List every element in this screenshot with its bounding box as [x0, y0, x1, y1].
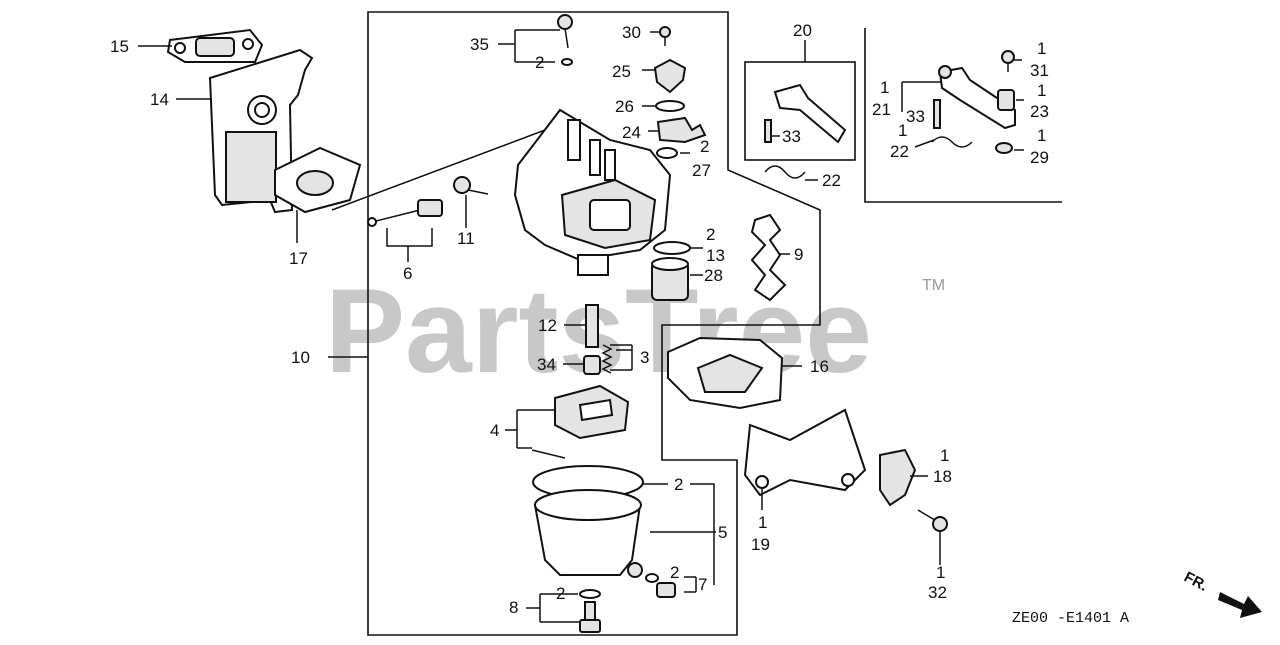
callout-2: 2 [674, 475, 683, 494]
part-21-governor-arm[interactable] [938, 65, 1016, 130]
callout-33: 33 [906, 107, 925, 126]
part-12-nozzle[interactable] [585, 304, 599, 348]
callout-1: 1 [898, 121, 907, 140]
governor-group-frame [864, 28, 1062, 203]
callout-35: 35 [470, 35, 489, 54]
part-22-spring-a[interactable] [764, 165, 806, 179]
callout-12: 12 [538, 316, 557, 335]
drawing-code: ZE00 -E1401 A [1012, 610, 1129, 627]
arrow-icon [1218, 592, 1262, 618]
callout-13: 13 [706, 246, 725, 265]
float-pin[interactable] [531, 449, 566, 459]
callout-labels: 35 2 30 25 26 24 2 27 15 14 17 6 11 10 2… [110, 21, 1049, 617]
part-19-plate[interactable] [743, 408, 867, 497]
carburetor-group-frame [367, 11, 821, 636]
part-29-washer[interactable] [995, 142, 1013, 154]
watermark-trademark: TM [922, 277, 945, 294]
part-6-screw[interactable] [367, 199, 443, 227]
callout-30: 30 [622, 23, 641, 42]
callout-6: 6 [403, 264, 412, 283]
callout-34: 34 [537, 355, 556, 374]
part-34-jet[interactable] [583, 355, 601, 375]
callout-26: 26 [615, 97, 634, 116]
part-11-screw[interactable] [453, 176, 489, 195]
callout-1: 1 [1037, 39, 1046, 58]
callout-7: 7 [698, 575, 707, 594]
part-8-bolt[interactable] [579, 601, 601, 633]
callout-22: 22 [890, 142, 909, 161]
callout-23: 23 [1030, 102, 1049, 121]
leader-17-line [331, 129, 546, 211]
part-35-screw[interactable] [557, 14, 573, 49]
callout-16: 16 [810, 357, 829, 376]
part-26-o-ring[interactable] [655, 100, 685, 112]
part-2-washer-a[interactable] [561, 58, 573, 66]
part-33-pin-b[interactable] [933, 99, 941, 129]
callout-9: 9 [794, 245, 803, 264]
part-5-float-chamber[interactable] [533, 489, 643, 578]
callout-20: 20 [793, 21, 812, 40]
callout-27: 27 [692, 161, 711, 180]
callout-1: 1 [1037, 126, 1046, 145]
part-28-holder[interactable] [651, 257, 689, 301]
callout-14: 14 [150, 90, 169, 109]
callout-1: 1 [758, 513, 767, 532]
part-30-screw[interactable] [659, 26, 671, 46]
callout-25: 25 [612, 62, 631, 81]
callout-2: 2 [670, 563, 679, 582]
callout-22: 22 [822, 171, 841, 190]
part-25-cap[interactable] [653, 58, 687, 94]
callout-10: 10 [291, 348, 310, 367]
part-18-clip[interactable] [879, 448, 917, 507]
leader-lines [138, 29, 1024, 623]
callout-19: 19 [751, 535, 770, 554]
part-9-bracket[interactable] [750, 213, 787, 302]
choke-arm-kit-frame [744, 61, 856, 161]
part-31-screw[interactable] [1001, 50, 1015, 72]
callout-2: 2 [700, 137, 709, 156]
callout-3: 3 [640, 348, 649, 367]
callout-18: 18 [933, 467, 952, 486]
part-17-gasket[interactable] [274, 146, 362, 214]
part-20-choke-arm[interactable] [764, 83, 847, 144]
part-2-drain-washer[interactable] [645, 573, 659, 583]
callout-4: 4 [490, 421, 499, 440]
part-32-bolt[interactable] [917, 509, 948, 532]
part-3-spring[interactable] [601, 344, 613, 374]
part-4-float[interactable] [554, 384, 630, 440]
callout-8: 8 [509, 598, 518, 617]
callout-2: 2 [556, 584, 565, 603]
callout-33: 33 [782, 127, 801, 146]
callout-1: 1 [940, 446, 949, 465]
part-16-insulator-gasket[interactable] [667, 336, 784, 410]
part-23-nut[interactable] [997, 89, 1015, 111]
callout-15: 15 [110, 37, 129, 56]
callout-17: 17 [289, 249, 308, 268]
callout-21: 21 [872, 100, 891, 119]
part-24-valve[interactable] [656, 116, 707, 144]
part-27-seal[interactable] [656, 147, 678, 159]
callout-5: 5 [718, 523, 727, 542]
callout-31: 31 [1030, 61, 1049, 80]
callout-2: 2 [535, 53, 544, 72]
part-13-o-ring[interactable] [653, 241, 691, 255]
callout-1: 1 [1037, 81, 1046, 100]
callout-11: 11 [457, 229, 475, 248]
callout-1: 1 [880, 78, 889, 97]
part-10-carburetor-body[interactable] [513, 108, 672, 276]
callout-24: 24 [622, 123, 641, 142]
part-22-spring-b[interactable] [931, 136, 973, 148]
callout-32: 32 [928, 583, 947, 602]
part-2-bolt-washer[interactable] [579, 589, 601, 599]
front-direction-label: FR. [1181, 569, 1210, 595]
part-15-gasket[interactable] [166, 28, 264, 63]
front-direction-arrow: FR. [1181, 569, 1262, 618]
callout-29: 29 [1030, 148, 1049, 167]
callout-1: 1 [936, 563, 945, 582]
callout-2: 2 [706, 225, 715, 244]
callout-28: 28 [704, 266, 723, 285]
part-7-drain-screw[interactable] [656, 582, 676, 598]
